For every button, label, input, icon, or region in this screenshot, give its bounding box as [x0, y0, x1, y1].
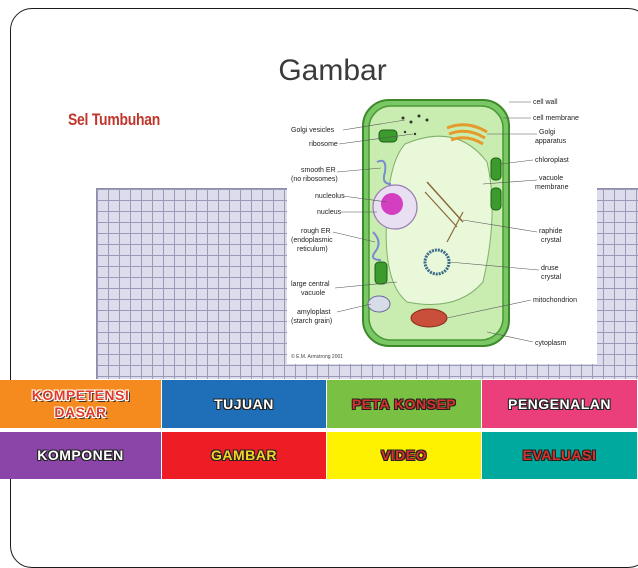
label-golgi: Golgi	[539, 129, 556, 136]
nav-pengenalan-button[interactable]: PENGENALAN	[482, 380, 638, 428]
label-vacuole: vacuole	[301, 290, 325, 297]
label-rough-er-note-2: reticulum)	[297, 246, 328, 253]
label-crystal-1: crystal	[541, 237, 562, 244]
nav-kompetensi-dasar-label: KOMPETENSI DASAR	[31, 387, 130, 420]
golgi-shape	[446, 123, 488, 134]
plant-cell-illustration: Golgi vesicles ribosome smooth ER (no ri…	[291, 99, 579, 360]
label-golgi-vesicles: Golgi vesicles	[291, 127, 335, 134]
label-membrane: membrane	[535, 184, 569, 191]
smooth-er-shape	[376, 159, 392, 185]
slide-title: Gambar	[278, 54, 387, 87]
label-raphide: raphide	[539, 228, 562, 235]
chloroplast-shape	[378, 129, 398, 143]
diagram-copyright: © E.M. Armstrong 2001	[291, 353, 343, 360]
nav-tujuan-label: TUJUAN	[214, 395, 274, 412]
label-nucleolus: nucleolus	[315, 193, 345, 200]
nav-gambar-button[interactable]: GAMBAR	[162, 432, 327, 479]
nav-kompetensi-dasar-button[interactable]: KOMPETENSI DASAR	[0, 380, 162, 428]
label-cell-wall: cell wall	[533, 99, 558, 106]
navigation-menu: KOMPETENSI DASAR TUJUAN PETA KONSEP PENG…	[0, 380, 638, 479]
label-large-central: large central	[291, 281, 330, 288]
rough-er-shape	[372, 231, 382, 261]
nav-pengenalan-label: PENGENALAN	[507, 395, 611, 412]
label-cell-membrane: cell membrane	[533, 115, 579, 122]
nav-video-label: VIDEO	[380, 447, 428, 463]
label-chloroplast: chloroplast	[535, 157, 569, 164]
slide-subtitle: Sel Tumbuhan	[68, 110, 161, 129]
nav-evaluasi-button[interactable]: EVALUASI	[482, 432, 638, 479]
diagram-labels-left: Golgi vesicles ribosome smooth ER (no ri…	[291, 127, 345, 325]
label-apparatus: apparatus	[535, 138, 567, 145]
amyloplast-shape	[367, 295, 391, 313]
label-smooth-er-note: (no ribosomes)	[291, 176, 338, 183]
mitochondrion-shape	[410, 308, 448, 328]
label-mitochondrion: mitochondrion	[533, 297, 577, 304]
nav-komponen-label: KOMPONEN	[37, 447, 124, 463]
nucleolus-shape	[381, 193, 403, 215]
diagram-leader-lines	[332, 101, 540, 343]
label-rough-er-note-1: (endoplasmic	[291, 237, 333, 244]
nav-video-button[interactable]: VIDEO	[327, 432, 482, 479]
label-druse: druse	[541, 265, 559, 272]
nav-tujuan-button[interactable]: TUJUAN	[162, 380, 327, 428]
nav-peta-konsep-button[interactable]: PETA KONSEP	[327, 380, 482, 428]
nav-peta-konsep-label: PETA KONSEP	[351, 395, 457, 412]
label-amyloplast: amyloplast	[297, 309, 331, 316]
label-nucleus: nucleus	[317, 209, 342, 216]
diagram-labels-right: cell wall cell membrane Golgi apparatus …	[533, 99, 579, 347]
label-crystal-2: crystal	[541, 274, 562, 281]
label-starch-grain: (starch grain)	[291, 318, 332, 325]
label-cytoplasm: cytoplasm	[535, 340, 567, 347]
nav-gambar-label: GAMBAR	[211, 447, 277, 463]
label-rough-er: rough ER	[301, 228, 331, 235]
label-ribosome: ribosome	[309, 141, 338, 148]
nav-komponen-button[interactable]: KOMPONEN	[0, 432, 162, 479]
plant-cell-diagram: Golgi vesicles ribosome smooth ER (no ri…	[287, 92, 597, 364]
label-smooth-er: smooth ER	[301, 167, 336, 174]
raphide-crystal-shape	[426, 181, 464, 223]
label-vacuole-right: vacuole	[539, 175, 563, 182]
nav-evaluasi-label: EVALUASI	[522, 447, 597, 463]
